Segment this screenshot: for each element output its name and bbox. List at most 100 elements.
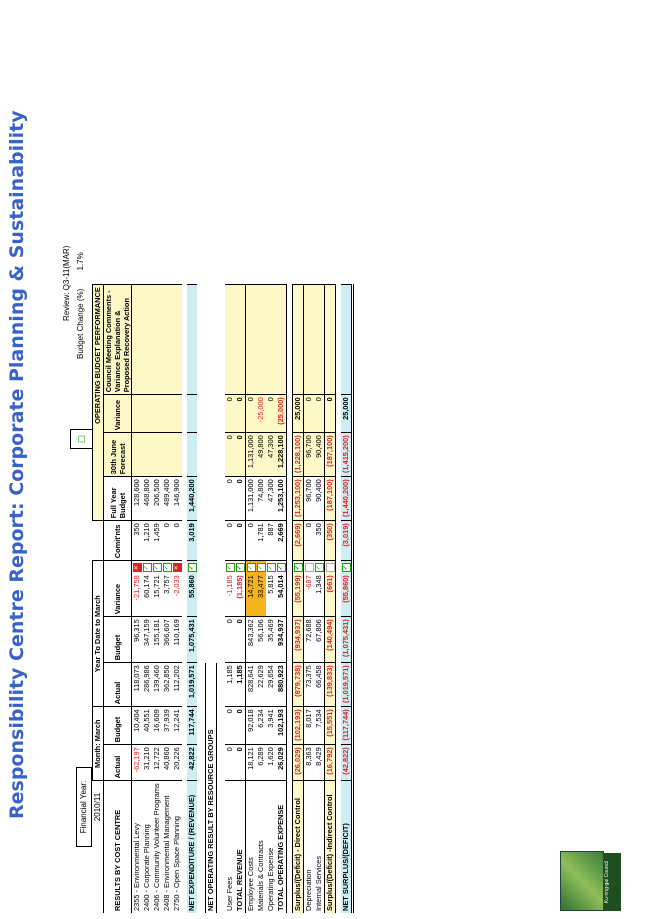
cell-m-actual: 42,822 xyxy=(187,744,197,781)
cell-y-actual: (139,833) xyxy=(324,662,336,707)
cell-y-budget: 56,106 xyxy=(256,616,266,663)
actual-header: Actual xyxy=(103,744,132,781)
cell-fyb: 0 xyxy=(235,476,246,521)
cell-y-actual: 1,185 xyxy=(235,662,246,707)
cell-y-budget: 96,315 xyxy=(131,616,142,663)
cell-y-actual: 139,460 xyxy=(152,662,162,707)
cell-y-actual: (1,019,571) xyxy=(341,662,353,707)
cell-fc: 90,400 xyxy=(314,432,325,477)
perf-variance-header: Variance xyxy=(103,394,132,433)
cell-m-actual: 26,029 xyxy=(276,744,287,781)
cell-vr: 0 xyxy=(324,394,336,433)
comment-cell xyxy=(266,284,276,395)
cell-commits: 887 xyxy=(266,520,276,561)
cell-y-actual: 66,458 xyxy=(314,662,325,707)
cell-commits: 0 xyxy=(245,520,256,561)
council-logo xyxy=(560,851,604,911)
blank-cell xyxy=(92,520,104,561)
cell-fyb: 90,400 xyxy=(314,476,325,521)
cell-m-actual: 18,121 xyxy=(245,744,256,781)
cell-commits: 0 xyxy=(162,520,172,561)
net-surplus-row: NET SURPLUS/(DEFICIT)(42,822)(117,744)(1… xyxy=(341,284,353,913)
row-label: TOTAL OPERATING EXPENSE xyxy=(276,780,287,913)
cell-fc: (1,415,200) xyxy=(341,432,353,477)
cell-fyb: 128,600 xyxy=(131,476,142,521)
cell-vr xyxy=(152,394,162,433)
cell-fc xyxy=(142,432,152,477)
cell-y-actual: 29,654 xyxy=(266,662,276,707)
comment-cell xyxy=(245,284,256,395)
spacer-row xyxy=(217,285,226,913)
cell-y-budget: 0 xyxy=(235,616,246,663)
cell-vr xyxy=(162,394,172,433)
cell-vr: 0 xyxy=(235,394,246,433)
ytd-budget-header: Budget xyxy=(103,616,132,663)
cell-y-var: 1,348✓ xyxy=(314,560,325,617)
cell-y-var: 55,860✓ xyxy=(187,560,197,617)
cell-commits: 0 xyxy=(225,520,235,561)
row-label: 2355 - Environmental Levy xyxy=(132,823,141,911)
ytd-actual-header: Actual xyxy=(103,662,132,707)
status-check-icon: ✓ xyxy=(266,563,276,573)
review-period: Review: Q3-11(MAR) xyxy=(62,245,71,321)
ytd-variance-header: Variance xyxy=(103,560,132,617)
cell-y-var: -21,758✕ xyxy=(131,560,142,617)
cell-fc: 96,700 xyxy=(303,432,314,477)
status-cross-icon: ✕ xyxy=(132,563,142,573)
cell-vr xyxy=(142,394,152,433)
cell-m-budget: 0 xyxy=(225,706,235,745)
comment-cell xyxy=(131,284,142,395)
cell-m-budget: (15,551) xyxy=(324,706,336,745)
status-check-icon: ✓ xyxy=(235,563,245,573)
comment-cell xyxy=(142,284,152,395)
status-check-icon: ✓ xyxy=(276,563,286,573)
cell-fc: 1,228,100 xyxy=(276,432,287,477)
cell-commits: 1,210 xyxy=(142,520,152,561)
row-label: 2400 - Corporate Planning xyxy=(142,824,151,911)
cell-y-var: (55,860)✓ xyxy=(341,560,353,617)
cell-y-var: (55,199)✓ xyxy=(292,560,304,617)
cell-vr xyxy=(172,394,182,433)
surplus-row: Surplus/(Deficit) -Indirect Control(16,7… xyxy=(324,284,336,913)
budget-header: Budget xyxy=(103,706,132,745)
row-label: 2750 - Open Space Planning xyxy=(172,816,181,911)
cell-fyb: 0 xyxy=(225,476,235,521)
cell-fyb: 1,131,000 xyxy=(245,476,256,521)
row-label: NET EXPENDITURE / (REVENUE) xyxy=(187,780,197,913)
cell-y-budget: 1,075,431 xyxy=(187,616,197,663)
check-icon[interactable]: ☐ xyxy=(70,429,94,449)
status-check-icon: ✓ xyxy=(152,563,162,573)
row-label: User Fees xyxy=(225,876,234,911)
cell-m-budget: 117,744 xyxy=(187,706,197,745)
cell-m-actual: 40,860 xyxy=(162,744,172,781)
comment-cell xyxy=(314,284,325,395)
cell-vr: 0 xyxy=(266,394,276,433)
cell-commits: 350 xyxy=(131,520,142,561)
row-label: Surplus/(Deficit) -Indirect Control xyxy=(324,780,336,913)
cell-y-budget: (934,937) xyxy=(292,616,304,663)
spacer-row xyxy=(197,285,206,913)
cell-y-actual: (879,738) xyxy=(292,662,304,707)
comment-cell xyxy=(256,284,266,395)
cell-fc: (1,228,100) xyxy=(292,432,304,477)
results-header: RESULTS BY COST CENTRE xyxy=(103,780,132,913)
cell-y-budget: 155,181 xyxy=(152,616,162,663)
cell-fyb: 468,800 xyxy=(142,476,152,521)
row-label: NET SURPLUS/(DEFICIT) xyxy=(341,780,353,913)
comment-cell xyxy=(225,284,235,395)
cell-m-budget: 92,018 xyxy=(245,706,256,745)
surplus-row: Surplus/(Deficit) - Direct Control(26,02… xyxy=(292,284,304,913)
blank-cell xyxy=(93,781,104,913)
cell-y-budget: (140,494) xyxy=(324,616,336,663)
cell-m-actual: (16,792) xyxy=(324,744,336,781)
cell-y-budget: (1,075,431) xyxy=(341,616,353,663)
cell-m-budget: 40,551 xyxy=(142,706,152,745)
status-empty-icon xyxy=(304,563,314,573)
cell-y-actual: 118,073 xyxy=(131,662,142,707)
